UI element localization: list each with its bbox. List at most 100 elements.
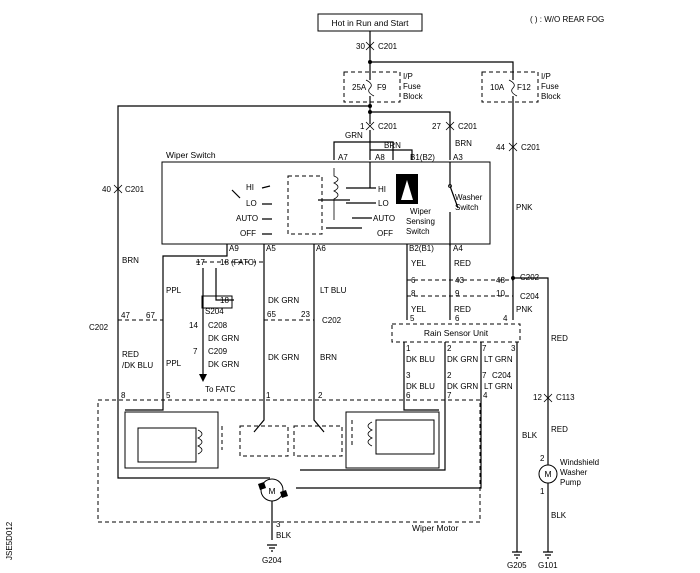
switch-linkage — [287, 175, 323, 235]
c208-label: C208 — [208, 321, 228, 330]
rs-pin-3: 3 — [511, 344, 516, 353]
pump-label-1: Windshield — [560, 458, 599, 467]
dkgrn-1: DK GRN — [447, 355, 478, 364]
grn-label: GRN — [345, 131, 363, 140]
wiper-switch-title: Wiper Switch — [166, 150, 216, 160]
relay-left-coil — [197, 429, 203, 455]
red-dkblu-2: /DK BLU — [122, 361, 153, 370]
yel-1: YEL — [411, 259, 427, 268]
c201-f9-pin: 1 — [360, 122, 365, 131]
brn-a8: BRN — [384, 141, 401, 150]
sensing-switch-icon — [401, 180, 413, 200]
dkgrn-c209: DK GRN — [208, 360, 239, 369]
g101: G101 — [538, 561, 558, 570]
pin-a9: A9 — [229, 244, 239, 253]
blk-rs: BLK — [522, 431, 538, 440]
c201-f9-label: C201 — [378, 122, 398, 131]
rs-pin-6: 6 — [455, 314, 460, 323]
c204-mid: C204 — [492, 371, 512, 380]
connector-c201-left — [113, 184, 123, 194]
fuse-block-f12 — [481, 71, 539, 103]
pin-a7: A7 — [338, 153, 348, 162]
c201-l-pin: 40 — [102, 185, 111, 194]
motor-pin-2: 2 — [318, 391, 323, 400]
ltblu-label: LT BLU — [320, 286, 347, 295]
s204-label: S204 — [205, 307, 224, 316]
motor-pin-1: 1 — [266, 391, 271, 400]
connector-c201-top — [365, 41, 375, 51]
red-pump-wire — [513, 277, 549, 420]
pin-10: 10 — [496, 289, 505, 298]
pos-lo-right: LO — [378, 199, 389, 208]
washer-pump-motor-symbol: M — [544, 469, 551, 479]
wiper-switch-box — [161, 161, 491, 245]
c209-pin: 7 — [193, 347, 198, 356]
pos-hi-left: HI — [246, 183, 254, 192]
pin-48: 48 — [496, 276, 505, 285]
c202-pin-23: 23 — [301, 310, 310, 319]
sensing-label-1: Wiper — [410, 207, 431, 216]
rain-sensor-title: Rain Sensor Unit — [424, 328, 489, 338]
fuse-block-f9 — [343, 71, 401, 103]
motor-internal-wires — [117, 400, 482, 489]
red-rs: RED — [551, 334, 568, 343]
c209-label: C209 — [208, 347, 228, 356]
c201-l-label: C201 — [125, 185, 145, 194]
dkgrn-top: DK GRN — [268, 296, 299, 305]
pin-6a: 6 — [411, 276, 416, 285]
legend-note: ( ) : W/O REAR FOG — [530, 15, 604, 24]
c202-mid: C202 — [322, 316, 342, 325]
motor-pin-7: 7 — [447, 391, 452, 400]
wiper-motor-box — [97, 399, 481, 523]
fuse-f9-symbol — [365, 79, 375, 97]
to-fatc: To FATC — [205, 385, 236, 394]
s204-box — [201, 295, 233, 309]
fatc-pin-17: 17 — [196, 258, 205, 267]
pin-b1: B1(B2) — [410, 153, 435, 162]
pos-auto-right: AUTO — [373, 214, 395, 223]
rs-pin-5: 5 — [410, 314, 415, 323]
pos-auto-left: AUTO — [236, 214, 258, 223]
connector-c201-mid — [365, 121, 455, 131]
brn-left: BRN — [122, 256, 139, 265]
relay-right — [345, 411, 440, 469]
splice-dot — [368, 104, 372, 108]
ltgrn-2: LT GRN — [484, 382, 513, 391]
a3-feed-wire — [370, 111, 451, 160]
rs-pin-7: 7 — [482, 344, 487, 353]
grn-loop-wire — [333, 141, 394, 160]
relay-right-coil — [367, 421, 373, 447]
relay-left-inner — [137, 427, 197, 463]
washer-switch-node — [448, 184, 452, 188]
b1-wire — [370, 149, 413, 160]
pump-label-3: Pump — [560, 478, 581, 487]
fuse-f9-id: F9 — [377, 83, 387, 92]
sensing-label-2: Sensing — [406, 217, 435, 226]
pin-a3: A3 — [453, 153, 463, 162]
rs-pin-1: 1 — [406, 344, 411, 353]
rain-sensor-box — [391, 323, 521, 343]
pos-lo-left: LO — [246, 199, 257, 208]
c201-r-label: C201 — [521, 143, 541, 152]
pump-pin-2: 2 — [540, 454, 545, 463]
g204: G204 — [262, 556, 282, 565]
c113-pin: 12 — [533, 393, 542, 402]
c201-f12-label: C201 — [458, 122, 478, 131]
motor-pin-8: 8 — [121, 391, 126, 400]
dkgrn-c208: DK GRN — [208, 334, 239, 343]
fuse-f12-rating: 10A — [490, 83, 505, 92]
ppl-lower: PPL — [166, 359, 182, 368]
s204-pin: 18 — [220, 296, 229, 305]
motor-brushes — [258, 482, 288, 498]
washer-switch-contact — [449, 162, 459, 246]
pin-a4: A4 — [453, 244, 463, 253]
pos-off-right: OFF — [377, 229, 393, 238]
switch-contacts-right — [346, 162, 376, 219]
doc-code: JSE5D012 — [5, 521, 14, 560]
rs-pin-4: 4 — [503, 314, 508, 323]
washer-switch-label-1: Washer — [455, 193, 483, 202]
to-fatc-arrow — [199, 374, 207, 382]
fuse-f12-label-3: Block — [541, 92, 562, 101]
splice-dot — [368, 110, 372, 114]
c201-top-label: C201 — [378, 42, 398, 51]
